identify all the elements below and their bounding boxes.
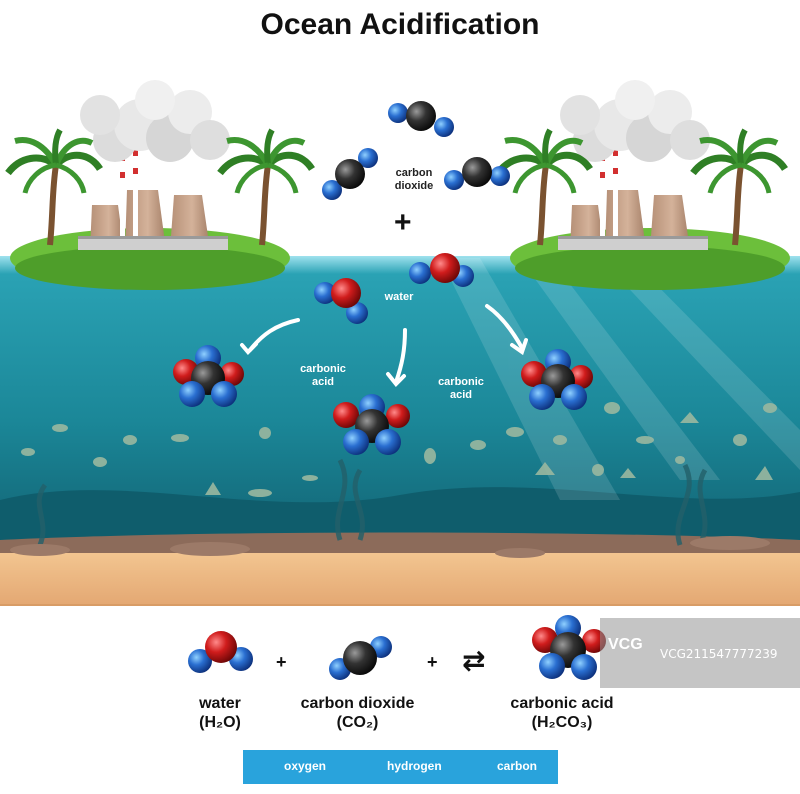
eq-water-formula: (H₂O) [199, 714, 241, 731]
co2-molecule-icon [388, 101, 454, 137]
page-title: Ocean Acidification [260, 8, 540, 41]
co2-molecule-icon [444, 157, 510, 190]
water-molecule-icon [409, 253, 474, 287]
carbonic-acid-label-right: carbonic acid [438, 376, 484, 401]
eq-water-name: water [199, 695, 241, 712]
right-power-plant [558, 80, 710, 250]
carbonic-acid-molecule-icon [333, 394, 410, 455]
seaweed [36, 458, 708, 547]
water-molecule-icon [314, 278, 368, 324]
co2-molecule-icon [322, 148, 378, 200]
water-label: water [384, 291, 414, 303]
legend-oxygen: oxygen [284, 759, 327, 773]
carbonic-acid-molecule-icon [173, 345, 244, 407]
eq-acid-name: carbonic acid [510, 695, 614, 712]
eq-acid-formula: (H₂CO₃) [531, 714, 593, 731]
seabed-stones [10, 536, 770, 558]
watermark-text: VCG211547777239 [660, 647, 778, 661]
legend-hydrogen: hydrogen [387, 759, 442, 773]
eq-carbonic-acid-molecule-icon [532, 615, 606, 680]
eq-water-molecule-icon [188, 631, 253, 673]
plus-sign: + [394, 206, 412, 239]
eq-co2-molecule-icon [329, 636, 392, 680]
palm-tree-icon [8, 130, 100, 245]
eq-co2-name: carbon dioxide [300, 695, 415, 712]
sand-layer [0, 553, 800, 605]
eq-plus-2: + [427, 652, 438, 672]
legend: oxygen hydrogen carbon [243, 750, 558, 784]
eq-plus-1: + [276, 652, 287, 672]
plankton [21, 402, 777, 497]
reaction-arrows [240, 304, 528, 387]
carbonic-acid-label-left: carbonic acid [300, 363, 346, 388]
watermark: VCG VCG211547777239 [600, 618, 800, 688]
carbonic-acid-molecule-icon [521, 349, 593, 410]
watermark-logo: VCG [608, 636, 643, 653]
legend-carbon: carbon [497, 759, 538, 773]
co2-label: carbon dioxide [394, 167, 434, 192]
eq-co2-formula: (CO₂) [336, 714, 379, 731]
equilibrium-arrow-icon: ⇄ [462, 645, 486, 676]
palm-tree-icon [220, 130, 312, 245]
